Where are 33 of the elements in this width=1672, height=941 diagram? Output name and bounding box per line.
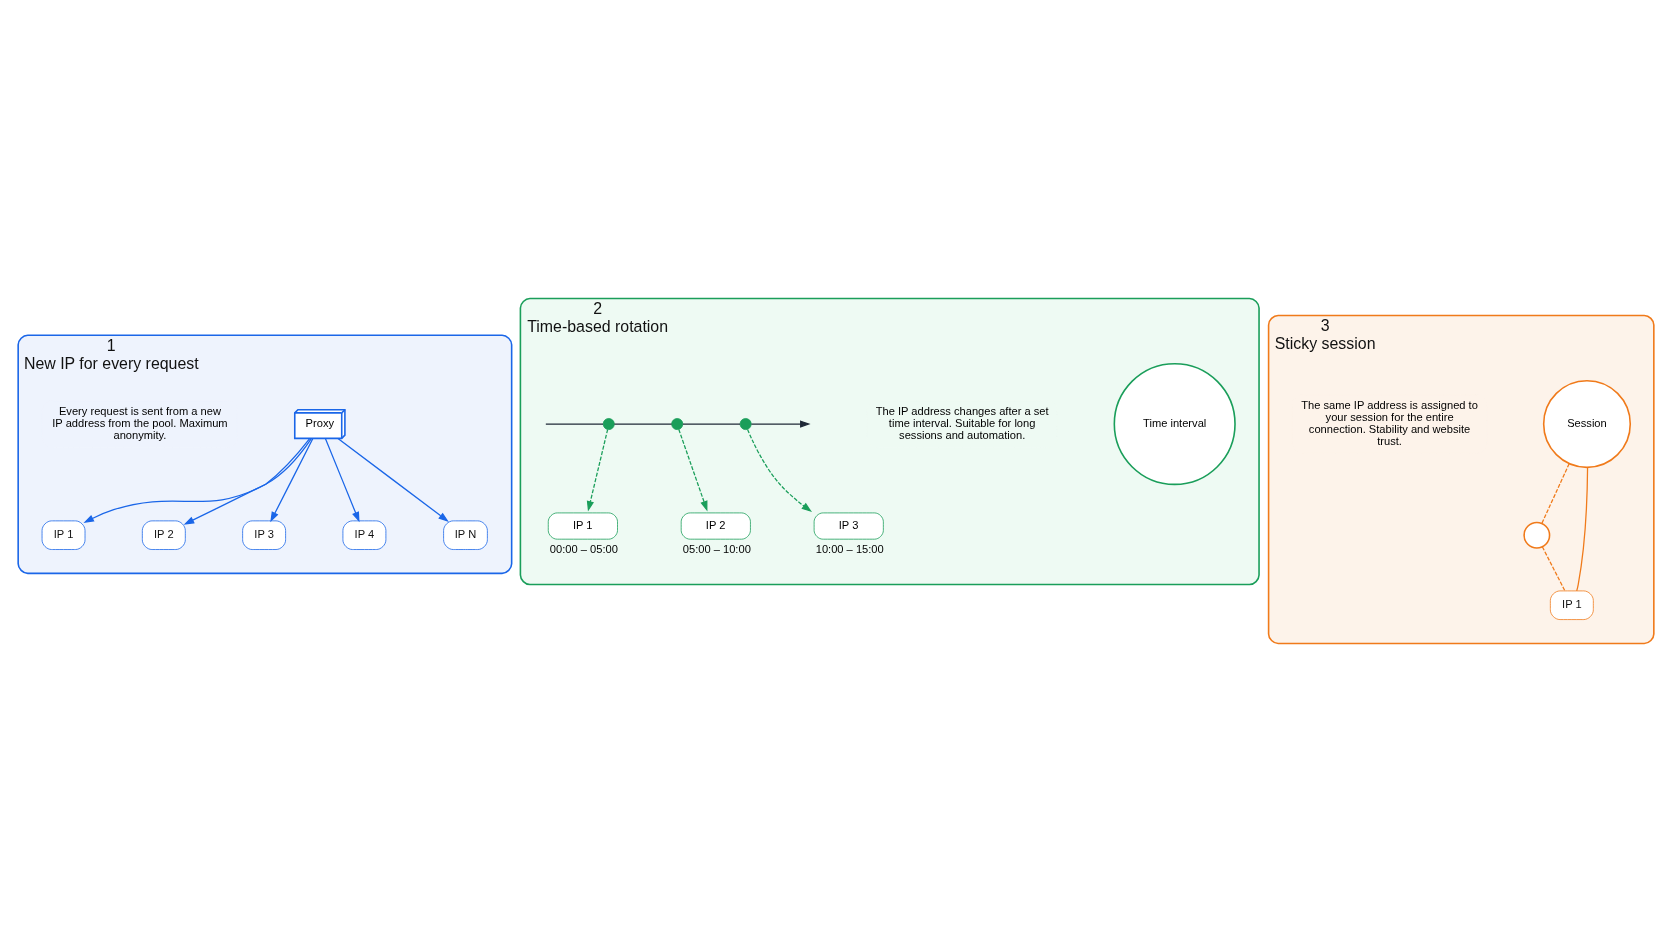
connector [1541, 462, 1570, 524]
connector [682, 422, 741, 425]
node-circle [1523, 521, 1551, 549]
arrow [337, 437, 449, 522]
arrow [750, 419, 811, 428]
node-box: IP 1 [1549, 590, 1594, 620]
node-label: 10:00 – 15:00 [815, 542, 884, 555]
arrow [678, 428, 708, 511]
node-circle: Time interval [1113, 362, 1236, 485]
node-circle [739, 417, 752, 430]
connector [545, 422, 604, 425]
connector [613, 422, 673, 425]
arrow [746, 428, 812, 512]
arrow [270, 437, 314, 522]
node-box: IP 3 [242, 519, 286, 550]
arrow [586, 428, 609, 512]
node-box: IP 1 [41, 519, 86, 550]
node-label: 05:00 – 10:00 [682, 542, 751, 555]
connector [1541, 545, 1566, 591]
node-box: IP 2 [141, 519, 186, 550]
connector [1576, 466, 1589, 591]
node-text: Every request is sent from a new IP address from the pool. Maximum anonymity. [52, 404, 228, 441]
arrow [324, 437, 360, 522]
node-box: IP 4 [342, 519, 387, 550]
node-text: The IP address changes after a set time interval. Suitable for long sessions and automation. [875, 404, 1049, 441]
node-label: 00:00 – 05:00 [549, 542, 618, 555]
node-circle [671, 417, 684, 430]
arrow [83, 437, 312, 523]
node-circle: Session [1542, 379, 1632, 468]
node-text: The same IP address is assigned to your session for the entire connection. Stability and website trust. [1301, 398, 1478, 447]
node-box: IP N [443, 519, 488, 550]
arrow [183, 437, 311, 525]
node-circle [602, 417, 615, 430]
